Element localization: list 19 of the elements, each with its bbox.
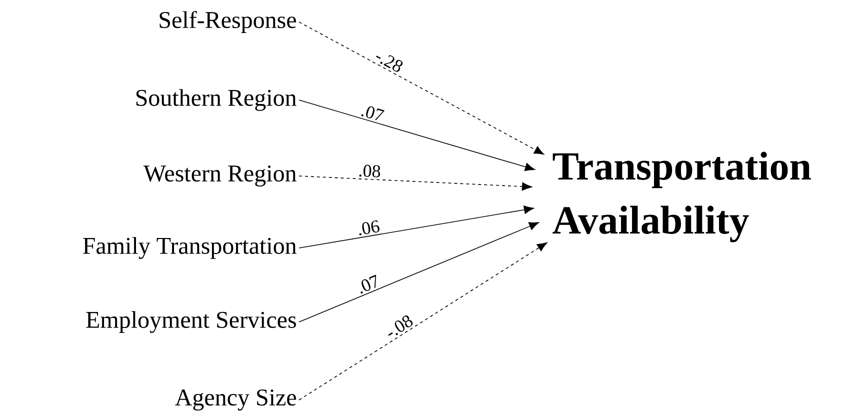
edge-label: -.08: [388, 316, 413, 336]
edge-label: -.28: [376, 55, 403, 72]
edge-label: .08: [359, 164, 380, 178]
variable-label: Western Region: [143, 165, 296, 187]
variable-label: Southern Region: [136, 89, 296, 111]
arrow: [298, 222, 539, 322]
edge-label: .06: [359, 220, 380, 236]
variable-label: Employment Services: [86, 311, 296, 333]
arrow: [298, 22, 544, 155]
arrow: [298, 100, 535, 172]
arrow: [298, 242, 548, 400]
variable-label: Self-Response: [160, 10, 296, 33]
edge-label: .07: [360, 274, 376, 294]
variable-label: Agency Size: [175, 389, 296, 411]
arrow: [298, 176, 532, 191]
arrow: [298, 206, 534, 248]
outcome-label: Transportation Availability: [552, 152, 811, 242]
edge-label: .07: [361, 106, 384, 120]
variable-label: Family Transportation: [83, 237, 296, 259]
